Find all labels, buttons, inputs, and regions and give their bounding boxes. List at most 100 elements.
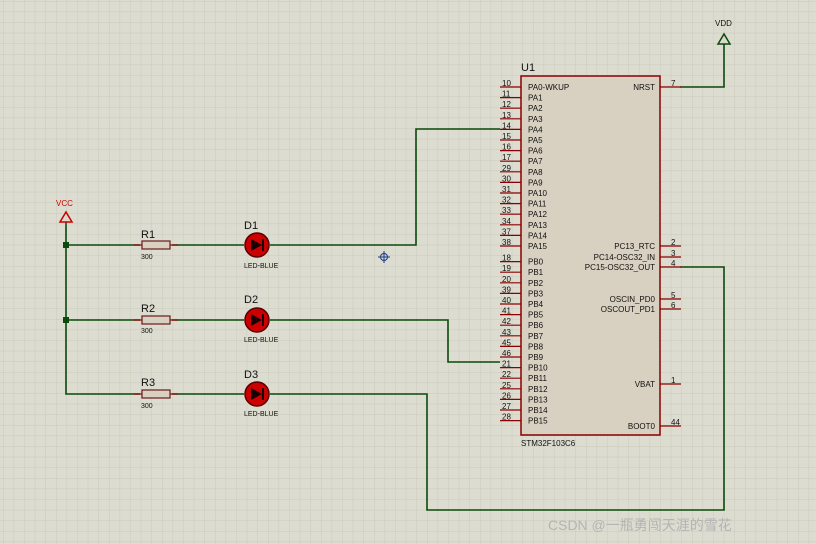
pin-label: PC15-OSC32_OUT — [585, 263, 655, 272]
pin-number: 41 — [502, 307, 511, 316]
pin-number: 37 — [502, 227, 511, 236]
wire-vcc-bus — [65, 226, 140, 395]
pin-label: PA15 — [528, 242, 548, 251]
led-value: LED-BLUE — [244, 411, 279, 418]
pin-number: 12 — [502, 100, 511, 109]
pin-pa9[interactable]: 30 PA9 — [500, 174, 543, 187]
wire-d2-pb9 — [270, 319, 500, 363]
pin-pa8[interactable]: 29 PA8 — [500, 164, 543, 177]
pin-number: 20 — [502, 275, 511, 284]
pin-label: PC13_RTC — [614, 242, 655, 251]
resistor-r3[interactable]: R3 300 — [134, 377, 178, 410]
resistor-ref: R3 — [141, 377, 155, 389]
pin-number: 22 — [502, 370, 511, 379]
pin-number: 1 — [671, 376, 676, 385]
pin-label: OSCIN_PD0 — [610, 295, 656, 304]
junction-dot — [63, 317, 69, 323]
pin-label: PA10 — [528, 189, 548, 198]
pin-label: PA9 — [528, 178, 543, 187]
vdd-arrow-icon — [716, 32, 732, 45]
diode-icon — [251, 388, 262, 400]
pin-pb6[interactable]: 42 PB6 — [500, 317, 544, 330]
resistor-value: 300 — [141, 403, 153, 410]
vdd-terminal[interactable]: VDD — [715, 19, 732, 45]
junctions — [63, 242, 69, 323]
diode-icon — [251, 314, 262, 326]
pin-number: 11 — [502, 90, 511, 99]
led-ref: D1 — [244, 220, 258, 232]
pin-pa5[interactable]: 15 PA5 — [500, 132, 543, 145]
led-d1[interactable]: D1 LED-BLUE — [244, 220, 279, 270]
pin-label: PB3 — [528, 289, 544, 298]
resistor-r1[interactable]: R1 300 — [134, 229, 178, 261]
pin-number: 15 — [502, 132, 511, 141]
pin-number: 39 — [502, 285, 511, 294]
vcc-arrow-icon — [58, 210, 74, 223]
pin-number: 18 — [502, 254, 511, 263]
pin-number: 26 — [502, 391, 511, 400]
pin-oscin_pd0[interactable]: 5 OSCIN_PD0 — [610, 291, 681, 304]
pin-pc13_rtc[interactable]: 2 PC13_RTC — [614, 238, 681, 251]
wire-d3-pc15 — [270, 266, 725, 511]
pin-number: 27 — [502, 402, 511, 411]
resistor-ref: R2 — [141, 303, 155, 315]
pin-number: 29 — [502, 164, 511, 173]
pin-number: 14 — [502, 121, 511, 130]
pin-number: 28 — [502, 413, 511, 422]
pin-number: 45 — [502, 338, 511, 347]
led-d3[interactable]: D3 LED-BLUE — [244, 369, 279, 418]
chip-ref: U1 — [521, 62, 535, 74]
vcc-terminal[interactable]: VCC — [56, 199, 74, 226]
pin-label: PA8 — [528, 168, 543, 177]
pin-label: PA5 — [528, 136, 543, 145]
pin-number: 30 — [502, 174, 511, 183]
led-d2[interactable]: D2 LED-BLUE — [244, 294, 279, 344]
pin-number: 34 — [502, 217, 511, 226]
resistor-body — [141, 315, 171, 325]
pin-number: 5 — [671, 291, 676, 300]
pin-number: 42 — [502, 317, 511, 326]
pin-number: 2 — [671, 238, 676, 247]
pin-label: PB6 — [528, 321, 544, 330]
pin-pb3[interactable]: 39 PB3 — [500, 285, 544, 298]
resistor-r2[interactable]: R2 300 — [134, 303, 178, 335]
